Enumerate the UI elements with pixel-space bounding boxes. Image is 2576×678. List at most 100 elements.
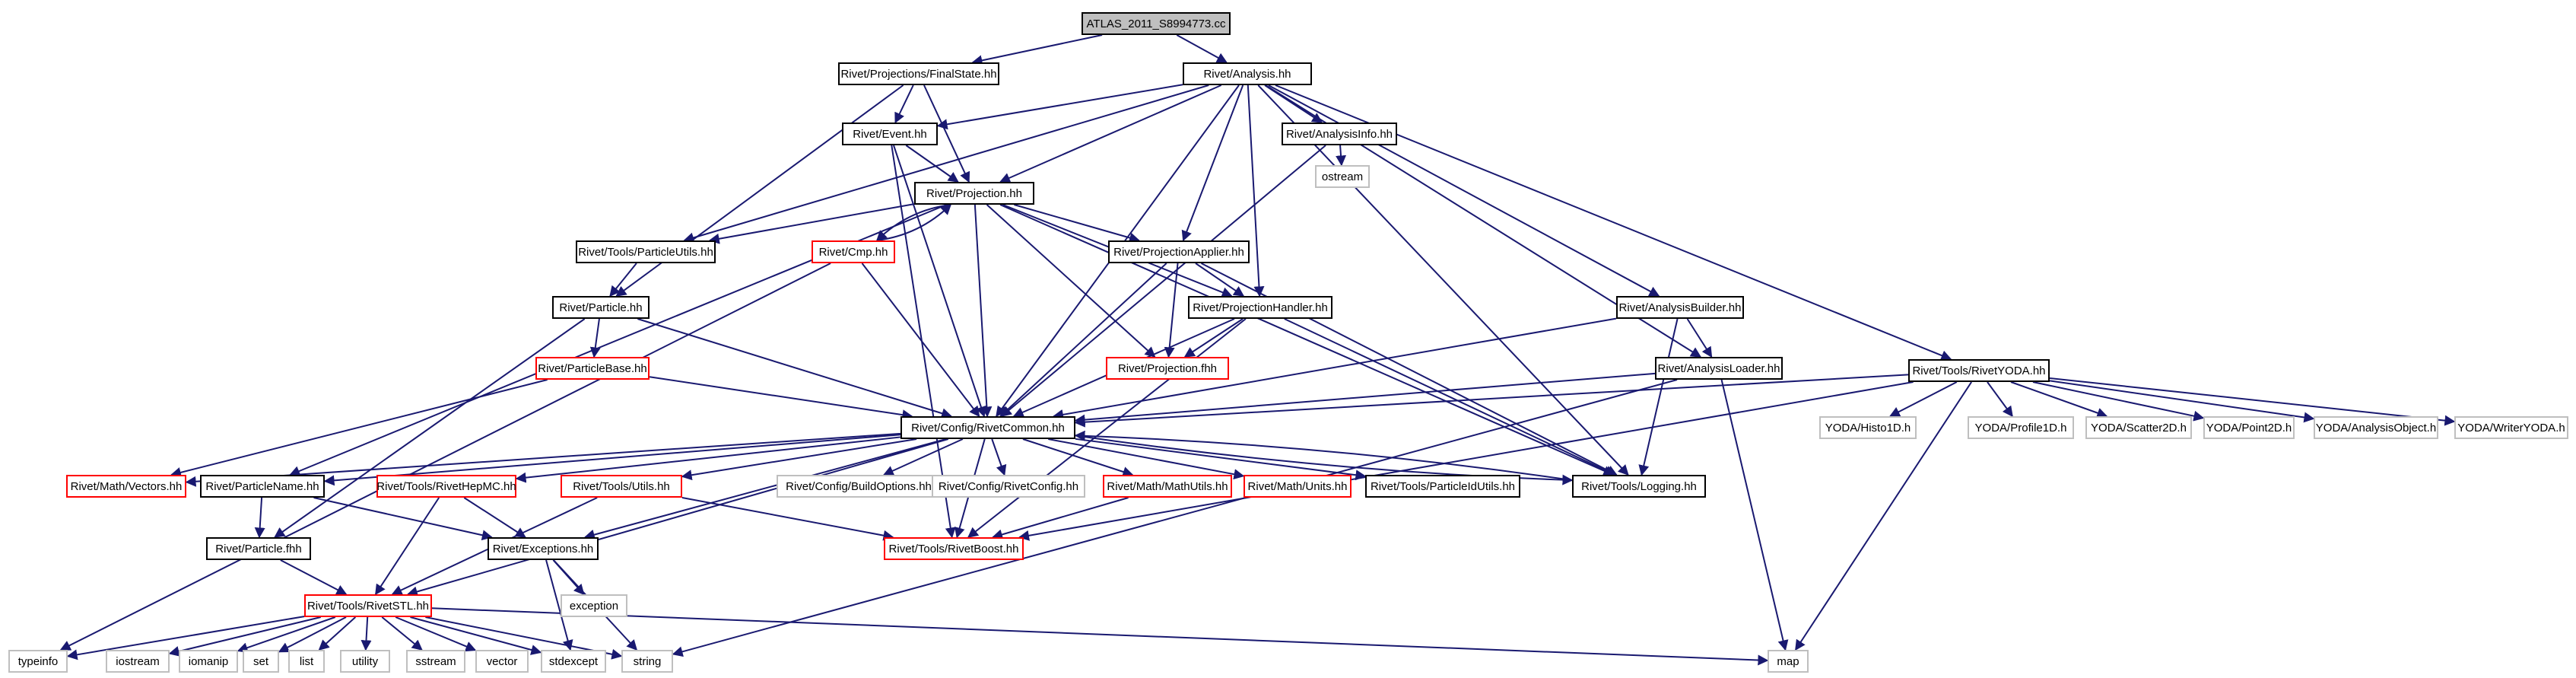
node-common[interactable]: Rivet/Config/RivetCommon.hh (900, 416, 1075, 439)
node-vectors-label: Rivet/Math/Vectors.hh (71, 480, 183, 493)
node-logging-label: Rivet/Tools/Logging.hh (1581, 480, 1697, 493)
edge-particlefhh-to-rivetstl (280, 559, 348, 595)
node-typeinfo-box (8, 650, 68, 673)
node-profile1d-box (1968, 416, 2074, 439)
node-units-box (1244, 475, 1352, 498)
node-root[interactable]: ATLAS_2011_S8994773.cc (1082, 12, 1231, 35)
node-vectors[interactable]: Rivet/Math/Vectors.hh (66, 475, 186, 498)
edge-common-to-units (1048, 438, 1245, 480)
node-particlefhh[interactable]: Rivet/Particle.fhh (206, 537, 311, 560)
node-analysisobject-label: YODA/AnalysisObject.h (2316, 422, 2436, 434)
edge-particle-to-common (637, 318, 953, 419)
node-projapplier-label: Rivet/ProjectionApplier.hh (1113, 246, 1244, 259)
node-ostream-label: ostream (1322, 170, 1363, 183)
node-rivetboost[interactable]: Rivet/Tools/RivetBoost.hh (884, 537, 1024, 560)
node-point2d-box (2203, 416, 2295, 439)
edge-particlename-to-particlefhh (254, 497, 265, 539)
node-set: set (243, 650, 279, 673)
edge-analysisinfo-to-ostream (1336, 145, 1347, 167)
edge-rivetstl-to-iostream (168, 616, 321, 657)
node-exception: exception (561, 594, 627, 617)
node-rivetstl-label: Rivet/Tools/RivetSTL.hh (307, 600, 429, 613)
node-sstream-box (406, 650, 465, 673)
node-projfhh[interactable]: Rivet/Projection.fhh (1106, 357, 1229, 380)
edge-root-to-finalstate (971, 34, 1103, 66)
node-analysisloader[interactable]: Rivet/AnalysisLoader.hh (1655, 357, 1783, 380)
edge-common-to-rivetconfig (991, 438, 1007, 476)
node-projapplier[interactable]: Rivet/ProjectionApplier.hh (1108, 240, 1250, 263)
edge-utils-to-rivetboost (681, 497, 894, 541)
node-projhandler[interactable]: Rivet/ProjectionHandler.hh (1188, 296, 1332, 319)
edge-analysis-to-projhandler (1247, 84, 1265, 298)
edge-rivetstl-to-set (278, 616, 347, 653)
edge-analysisloader-to-common (1074, 372, 1656, 425)
node-analysis[interactable]: Rivet/Analysis.hh (1183, 62, 1312, 85)
node-particleidutils-label: Rivet/Tools/ParticleIdUtils.hh (1371, 480, 1515, 493)
edge-rivetyoda-to-writeryoda (2049, 377, 2456, 426)
node-scatter2d-box (2085, 416, 2192, 439)
node-particlename[interactable]: Rivet/ParticleName.hh (200, 475, 325, 498)
node-vector: vector (475, 650, 529, 673)
node-stdexcept-label: stdexcept (549, 655, 599, 668)
node-rivethepmc[interactable]: Rivet/Tools/RivetHepMC.hh (376, 475, 516, 498)
edge-analysisbuilder-to-logging (1638, 318, 1679, 476)
edge-projapplier-to-projfhh (1164, 263, 1179, 358)
node-cmp[interactable]: Rivet/Cmp.hh (812, 240, 895, 263)
edge-common-to-buildoptions (882, 438, 964, 476)
edge-particle-to-particlefhh (274, 318, 586, 538)
node-utils[interactable]: Rivet/Tools/Utils.hh (561, 475, 682, 498)
node-projfhh-label: Rivet/Projection.fhh (1118, 362, 1217, 375)
edge-event-to-projection (905, 145, 959, 183)
edge-particle-to-particlebase (589, 318, 601, 358)
node-rivetyoda-box (1908, 359, 2050, 382)
node-exception-label: exception (570, 600, 618, 613)
node-rivetyoda-label: Rivet/Tools/RivetYODA.hh (1912, 364, 2045, 377)
edge-event-to-common (893, 145, 986, 418)
node-string: string (621, 650, 673, 673)
node-particleutils[interactable]: Rivet/Tools/ParticleUtils.hh (576, 240, 716, 263)
edge-cmp-to-projection (876, 204, 952, 241)
node-histo1d-label: YODA/Histo1D.h (1825, 422, 1911, 434)
node-set-box (243, 650, 279, 673)
edge-rivetyoda-to-scatter2d (2010, 381, 2108, 419)
node-exceptions[interactable]: Rivet/Exceptions.hh (488, 537, 599, 560)
node-logging[interactable]: Rivet/Tools/Logging.hh (1572, 475, 1706, 498)
edge-rivethepmc-to-exceptions (463, 497, 526, 538)
node-iostream: iostream (106, 650, 170, 673)
node-event-box (842, 123, 938, 145)
node-analysisloader-box (1655, 357, 1783, 380)
node-map-box (1768, 650, 1809, 673)
node-particle-box (552, 296, 650, 319)
edge-analysisbuilder-to-common (1053, 317, 1617, 420)
edge-projapplier-to-logging (1201, 263, 1618, 476)
node-analysisobject: YODA/AnalysisObject.h (2314, 416, 2438, 439)
node-particleidutils[interactable]: Rivet/Tools/ParticleIdUtils.hh (1365, 475, 1520, 498)
node-event[interactable]: Rivet/Event.hh (842, 123, 938, 145)
node-projection[interactable]: Rivet/Projection.hh (914, 182, 1034, 205)
node-rivetyoda[interactable]: Rivet/Tools/RivetYODA.hh (1908, 359, 2050, 382)
edge-rivetyoda-to-analysisobject (2049, 380, 2315, 423)
node-particleutils-box (576, 240, 716, 263)
node-buildoptions-label: Rivet/Config/BuildOptions.hh (786, 480, 932, 493)
node-projapplier-box (1108, 240, 1250, 263)
node-particle[interactable]: Rivet/Particle.hh (552, 296, 650, 319)
node-mathutils[interactable]: Rivet/Math/MathUtils.hh (1103, 475, 1232, 498)
node-utility-label: utility (352, 655, 379, 668)
node-particlebase[interactable]: Rivet/ParticleBase.hh (535, 357, 650, 380)
node-rivetstl[interactable]: Rivet/Tools/RivetSTL.hh (304, 594, 432, 617)
node-sstream-label: sstream (415, 655, 456, 668)
node-logging-box (1572, 475, 1706, 498)
node-particleutils-label: Rivet/Tools/ParticleUtils.hh (578, 246, 713, 259)
node-units[interactable]: Rivet/Math/Units.hh (1244, 475, 1352, 498)
edge-rivetstl-to-utility (361, 616, 372, 651)
node-particlename-box (200, 475, 325, 498)
edge-projapplier-to-common (999, 263, 1167, 417)
node-buildoptions: Rivet/Config/BuildOptions.hh (777, 475, 941, 498)
edge-rivetyoda-to-map (1795, 381, 1972, 651)
node-analysisbuilder[interactable]: Rivet/AnalysisBuilder.hh (1616, 296, 1744, 319)
node-particle-label: Rivet/Particle.hh (559, 301, 642, 314)
node-profile1d: YODA/Profile1D.h (1968, 416, 2074, 439)
edge-rivethepmc-to-rivetstl (375, 497, 440, 596)
node-finalstate[interactable]: Rivet/Projections/FinalState.hh (838, 62, 999, 85)
node-analysisinfo[interactable]: Rivet/AnalysisInfo.hh (1282, 123, 1397, 145)
